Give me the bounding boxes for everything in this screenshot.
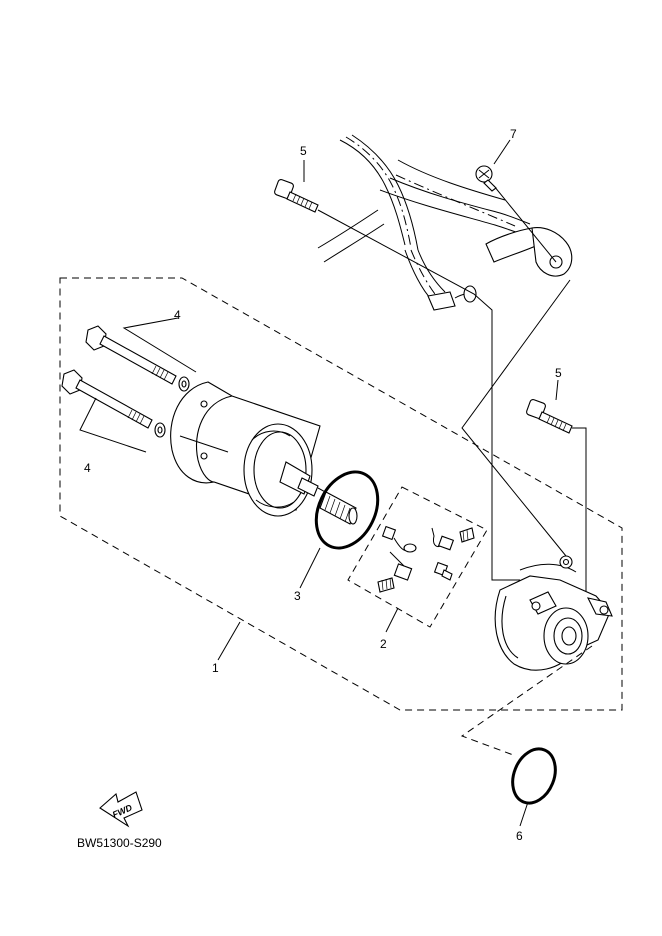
leader-line-harness bbox=[317, 209, 520, 581]
through-bolt-4-upper bbox=[85, 325, 190, 392]
callout-leader-2 bbox=[385, 607, 399, 633]
callout-5-upper: 5 bbox=[300, 144, 307, 158]
starter-assembly-boundary bbox=[59, 277, 623, 711]
callout-6: 6 bbox=[516, 829, 523, 843]
callout-1: 1 bbox=[212, 661, 219, 675]
starter-front-cover bbox=[494, 555, 613, 671]
brush-kit-boundary bbox=[347, 486, 488, 628]
callout-leader-7 bbox=[493, 139, 511, 165]
fwd-arrow-icon: FWD bbox=[99, 791, 143, 828]
callout-7: 7 bbox=[510, 127, 517, 141]
callout-bracket-4-upper bbox=[122, 317, 197, 373]
leader-line-oring6 bbox=[460, 645, 593, 757]
callout-leader-5-right bbox=[555, 379, 559, 401]
starter-motor-body bbox=[170, 381, 341, 517]
o-ring-3 bbox=[314, 470, 380, 550]
callout-5-right: 5 bbox=[555, 366, 562, 380]
bolt-5-right bbox=[526, 399, 573, 434]
drawing-code: BW51300-S290 bbox=[77, 836, 162, 850]
callout-bracket-4-lower bbox=[79, 397, 147, 453]
bolt-5-upper bbox=[274, 179, 319, 213]
brush-kit-parts bbox=[377, 525, 475, 593]
leader-line-screw7 bbox=[493, 185, 557, 263]
callout-4-upper: 4 bbox=[174, 308, 181, 322]
leader-line-terminal bbox=[461, 279, 571, 557]
callout-2: 2 bbox=[380, 637, 387, 651]
callout-leader-6 bbox=[519, 801, 529, 827]
leader-line-bolt5-right bbox=[572, 427, 587, 598]
callout-leader-3 bbox=[299, 547, 321, 589]
splined-shaft bbox=[319, 491, 358, 525]
callout-3: 3 bbox=[294, 589, 301, 603]
screw-7 bbox=[475, 165, 497, 192]
callout-leader-1 bbox=[217, 621, 241, 661]
callout-4-lower: 4 bbox=[84, 461, 91, 475]
o-ring-6 bbox=[511, 747, 557, 805]
through-bolt-4-lower bbox=[61, 369, 166, 438]
wire-harness bbox=[317, 134, 573, 311]
